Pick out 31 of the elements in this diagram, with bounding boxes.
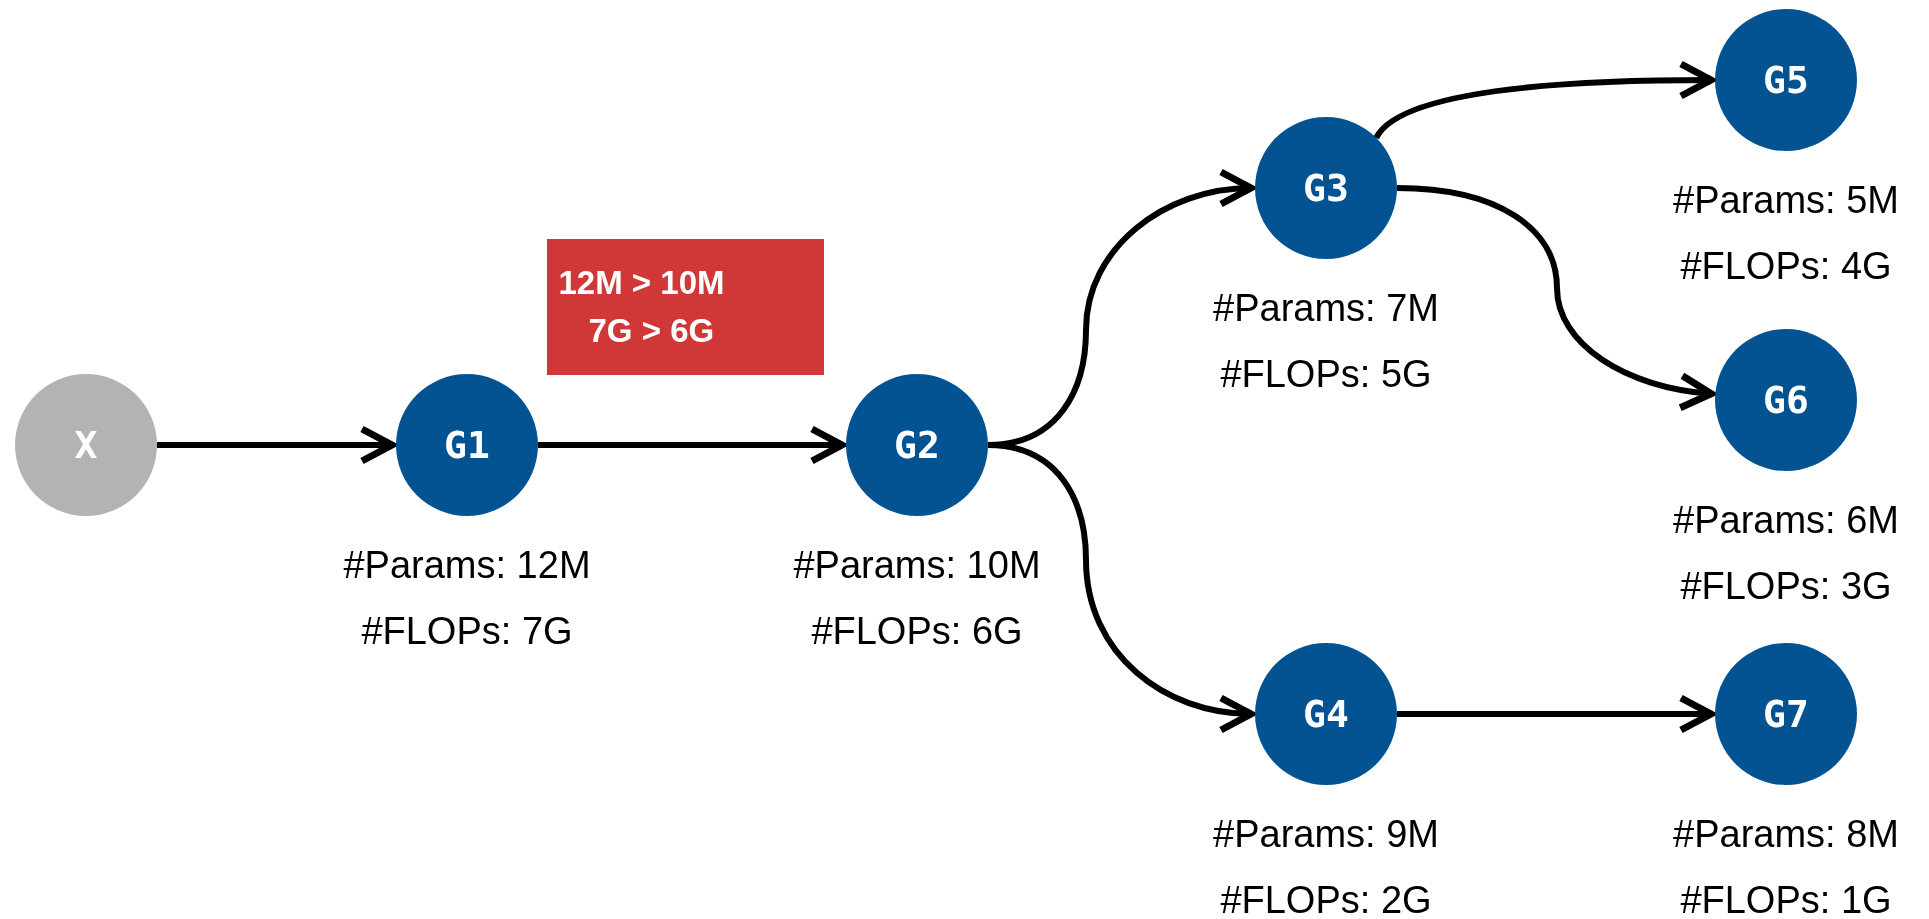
metric-text: #FLOPs: 5G xyxy=(1220,352,1432,397)
arrow xyxy=(987,442,1255,732)
metric-text: #FLOPs: 7G xyxy=(361,609,573,654)
metric-text: #FLOPs: 2G xyxy=(1220,878,1432,919)
node-label: G7 xyxy=(1763,690,1809,738)
metric-text: #FLOPs: 6G xyxy=(811,609,1023,654)
node-label: G6 xyxy=(1763,376,1809,424)
note-text: 7G > 6G xyxy=(587,311,715,351)
arrow xyxy=(1396,185,1715,410)
metric-text: #FLOPs: 3G xyxy=(1680,564,1892,609)
metric-text: #Params: 5M xyxy=(1673,178,1899,223)
metric-text: #Params: 6M xyxy=(1673,498,1899,543)
metric-text: #Params: 8M xyxy=(1673,812,1899,857)
node-label: G5 xyxy=(1763,56,1809,104)
note-text: 12M > 10M xyxy=(558,263,725,303)
arrow xyxy=(157,425,396,465)
metric-text: #Params: 12M xyxy=(343,543,591,588)
metric-text: #Params: 7M xyxy=(1213,286,1439,331)
node-label: G1 xyxy=(444,421,490,469)
note-box xyxy=(546,239,824,375)
metric-text: #FLOPs: 4G xyxy=(1680,244,1892,289)
arrow xyxy=(538,425,846,465)
metric-text: #FLOPs: 1G xyxy=(1680,878,1892,919)
node-label: G4 xyxy=(1303,690,1349,738)
arrow xyxy=(1397,694,1715,734)
node-label: G2 xyxy=(894,421,940,469)
arrow xyxy=(1373,60,1715,140)
metric-text: #Params: 10M xyxy=(793,543,1041,588)
node-label: X xyxy=(74,421,98,469)
metric-text: #Params: 9M xyxy=(1213,812,1439,857)
node-label: G3 xyxy=(1303,164,1349,212)
